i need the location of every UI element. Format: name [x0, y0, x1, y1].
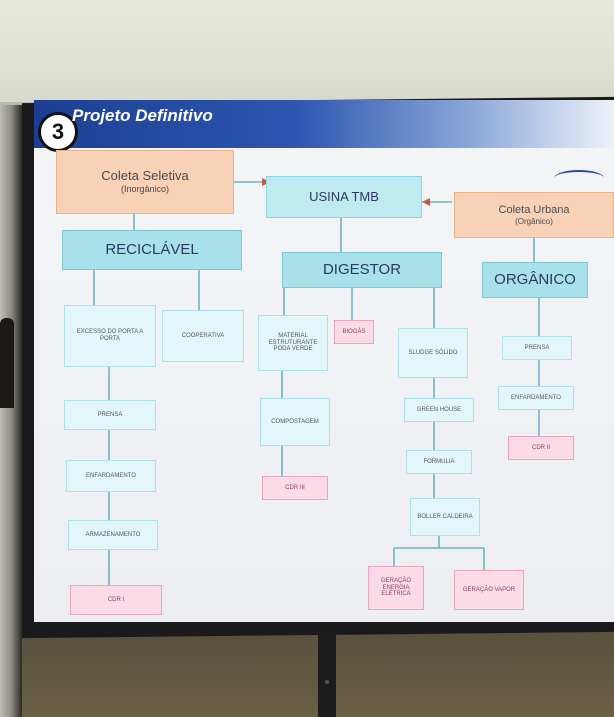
node-reciclavel: RECICLÁVEL	[62, 230, 242, 270]
presentation-slide: 3 Projeto Definitivo	[34, 100, 614, 622]
node-geracao-energia: GERAÇÃO ENERGIA ELÉTRICA	[368, 566, 424, 610]
flow-connectors	[93, 178, 540, 585]
node-coleta-urbana: Coleta Urbana (Orgânico)	[454, 192, 614, 238]
node-biogas: BIOGÁS	[334, 320, 374, 344]
screen-stand	[318, 630, 336, 717]
node-prensa-organico: PRENSA	[502, 336, 572, 360]
node-formulia: FORMULIA	[406, 450, 472, 474]
node-coleta-seletiva-label: Coleta Seletiva	[101, 168, 189, 184]
node-green-house: GREEN HOUSE	[404, 398, 474, 422]
node-cdr-ii: CDR II	[508, 436, 574, 460]
slide-title: Projeto Definitivo	[72, 106, 213, 125]
left-wall-edge	[0, 105, 22, 717]
node-material: MATERIAL ESTRUTURANTE PODA VERDE	[258, 315, 328, 371]
node-coleta-seletiva: Coleta Seletiva (Inorgânico)	[56, 150, 234, 214]
node-geracao-vapor: GERAÇÃO VAPOR	[454, 570, 524, 610]
node-armazenamento: ARMAZENAMENTO	[68, 520, 158, 550]
node-digestor: DIGESTOR	[282, 252, 442, 288]
company-logo-icon	[554, 170, 604, 186]
node-cdr-i: CDR I	[70, 585, 162, 615]
wall-band	[0, 0, 614, 105]
audience-person	[0, 318, 14, 408]
node-cdr-iii: CDR III	[262, 476, 328, 500]
node-prensa-reciclavel: PRENSA	[64, 400, 156, 430]
node-coleta-urbana-sub: (Orgânico)	[515, 216, 553, 226]
slide-title-bar	[34, 100, 614, 148]
node-compostagem: COMPOSTAGEM	[260, 398, 330, 446]
node-usina-tmb: USINA TMB	[266, 176, 422, 218]
node-sludge: SLUDGE SÓLIDO	[398, 328, 468, 378]
node-excesso-porta: EXCESSO DO PORTA A PORTA	[64, 305, 156, 367]
stand-light	[325, 680, 329, 684]
node-coleta-urbana-label: Coleta Urbana	[498, 204, 570, 217]
node-boiler: BOLLER CALDEIRA	[410, 498, 480, 536]
node-cooperativa: COOPERATIVA	[162, 310, 244, 362]
node-organico: ORGÂNICO	[482, 262, 588, 298]
node-enfardamento-organico: ENFARDAMENTO	[498, 386, 574, 410]
node-enfardamento-reciclavel: ENFARDAMENTO	[66, 460, 156, 492]
node-coleta-seletiva-sub: (Inorgânico)	[120, 184, 170, 195]
